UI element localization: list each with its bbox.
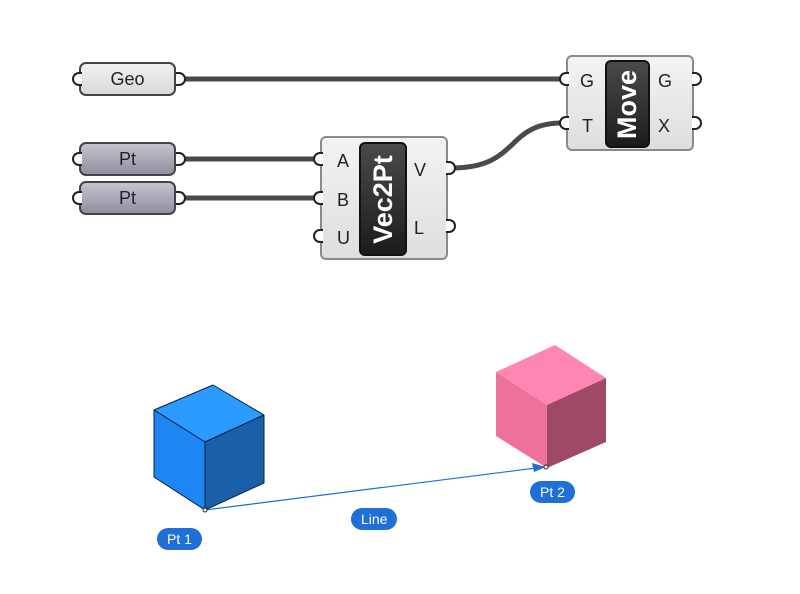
wire-vec2pt-v-to-move-t[interactable]: [451, 120, 563, 171]
vec2pt-component[interactable]: Vec2Pt A B U V L: [320, 136, 448, 260]
blue-box[interactable]: [153, 384, 265, 511]
pt1-marker[interactable]: [202, 507, 208, 513]
geo-input-grip[interactable]: [72, 72, 82, 86]
vec2pt-input-a[interactable]: A: [337, 151, 350, 171]
move-output-g[interactable]: G: [658, 71, 673, 91]
vec2pt-input-u[interactable]: U: [337, 228, 350, 248]
line-label: Line: [351, 508, 398, 530]
vec2pt-input-b[interactable]: B: [337, 190, 350, 210]
move-t-input-grip[interactable]: [559, 116, 569, 130]
pt2-marker[interactable]: [543, 464, 549, 470]
pt-parameter-a[interactable]: Pt: [79, 142, 176, 176]
move-g-output-grip[interactable]: [692, 72, 702, 86]
pink-box[interactable]: [496, 345, 606, 468]
vec2pt-a-grip[interactable]: [313, 152, 323, 166]
vector-line[interactable]: [204, 467, 537, 511]
pt1-label: Pt 1: [157, 528, 202, 550]
geo-output-grip[interactable]: [176, 72, 186, 86]
move-nickname-tab[interactable]: Move: [605, 60, 650, 148]
vec2pt-l-grip[interactable]: [446, 219, 456, 233]
pt-b-output-grip[interactable]: [176, 191, 186, 205]
pt-a-output-grip[interactable]: [176, 152, 186, 166]
geo-parameter-label: Geo: [110, 68, 145, 89]
pt-b-input-grip[interactable]: [72, 191, 82, 205]
move-title: Move: [612, 69, 642, 139]
pt-a-input-grip[interactable]: [72, 152, 82, 166]
vec2pt-output-l[interactable]: L: [414, 218, 425, 238]
pt-parameter-b[interactable]: Pt: [79, 181, 176, 215]
pt-parameter-b-label: Pt: [118, 187, 136, 208]
geo-parameter[interactable]: Geo: [79, 62, 176, 96]
vec2pt-title: Vec2Pt: [367, 154, 398, 244]
vec2pt-b-grip[interactable]: [313, 191, 323, 205]
pt2-label: Pt 2: [530, 481, 575, 503]
vec2pt-nickname-tab[interactable]: Vec2Pt: [359, 142, 407, 256]
vec2pt-u-grip[interactable]: [313, 229, 323, 243]
vec2pt-v-grip[interactable]: [446, 161, 456, 175]
move-component[interactable]: Move G T G X: [566, 55, 694, 151]
move-input-t[interactable]: T: [582, 116, 593, 136]
move-output-x[interactable]: X: [658, 116, 671, 136]
vector-arrowhead: [532, 463, 546, 472]
move-input-g[interactable]: G: [580, 71, 595, 91]
move-g-input-grip[interactable]: [559, 72, 569, 86]
move-x-output-grip[interactable]: [692, 116, 702, 130]
pt-parameter-a-label: Pt: [118, 148, 136, 169]
vec2pt-output-v[interactable]: V: [414, 160, 427, 180]
